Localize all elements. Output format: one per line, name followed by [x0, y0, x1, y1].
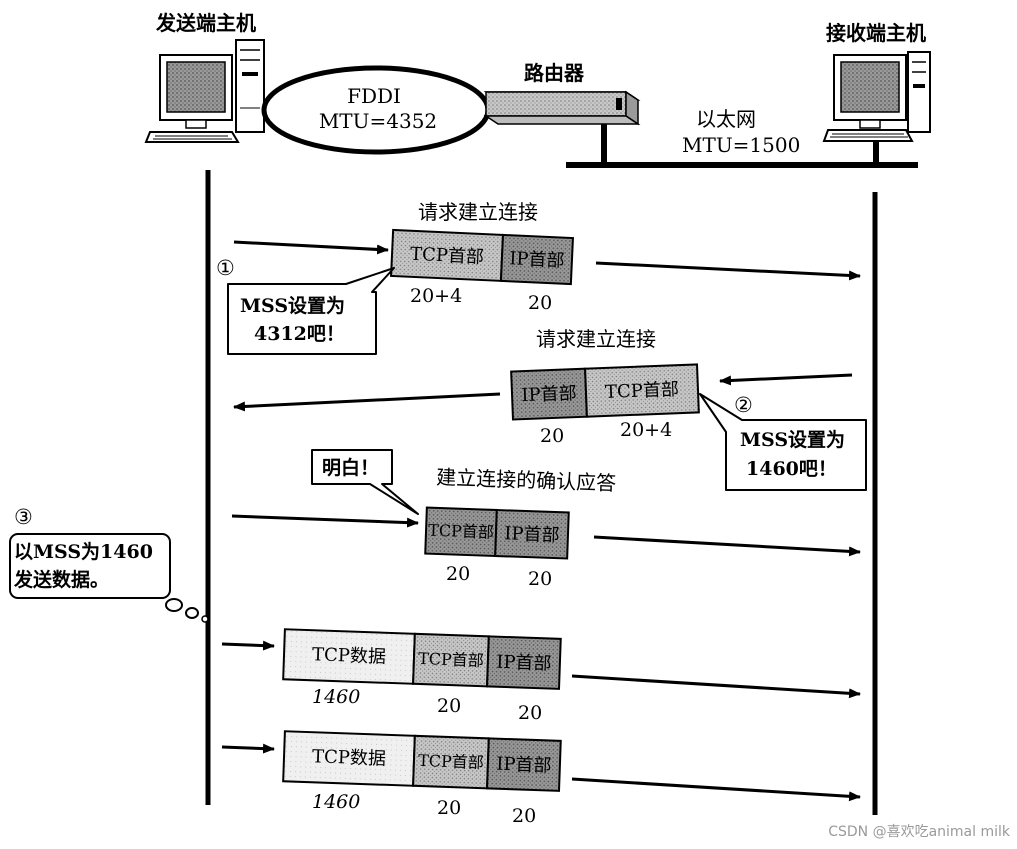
data2-segment: TCP数据 TCP首部 IP首部 [282, 730, 562, 792]
data2-arrow-out [571, 777, 861, 802]
ack-segment: TCP首部 IP首部 [424, 506, 570, 560]
ack-callout: 明白！ [311, 449, 419, 515]
receiver-host-label: 接收端主机 [826, 21, 926, 45]
data2-size-data: 1460 [312, 791, 360, 813]
step2-size-tcp: 20+4 [620, 419, 672, 441]
tcp-data-label: TCP数据 [312, 746, 387, 770]
fddi-mtu: MTU=4352 [319, 109, 437, 133]
ip-header-label: IP首部 [496, 754, 552, 777]
sender-host-label: 发送端主机 [155, 11, 256, 35]
tcp-header-label: TCP首部 [428, 521, 494, 542]
step2-callout: MSS设置为 1460吧！ [699, 393, 867, 491]
ip-header-cell [486, 635, 562, 690]
tcp-header-label: TCP首部 [418, 649, 484, 670]
step2-segment: IP首部 TCP首部 [510, 363, 700, 421]
ack-size-tcp: 20 [446, 563, 470, 585]
data1-arrow-out [571, 674, 861, 699]
step3-line2: 发送数据。 [13, 568, 109, 591]
ip-header-label: IP首部 [496, 652, 552, 675]
step2-size-ip: 20 [540, 425, 564, 447]
data2-size-tcp: 20 [437, 797, 461, 819]
step3-line1: 以MSS为1460 [14, 540, 153, 563]
fddi-name: FDDI [347, 84, 401, 108]
data2-size-ip: 20 [512, 805, 536, 827]
ip-header-cell [499, 233, 574, 286]
ack-size-ip: 20 [528, 568, 552, 590]
tcp-header-label: TCP首部 [410, 244, 485, 268]
data1-arrow-in [221, 640, 275, 651]
step2-marker: ② [734, 393, 753, 417]
router-icon [483, 90, 641, 126]
step1-marker: ① [216, 256, 235, 280]
data1-size-tcp: 20 [437, 695, 461, 717]
step1-size-tcp: 20+4 [410, 285, 462, 307]
step3-callout: 以MSS为1460 发送数据。 [9, 533, 209, 623]
step1-segment: TCP首部 IP首部 [390, 228, 574, 286]
step1-title: 请求建立连接 [418, 200, 538, 224]
step2-arrow-in [719, 373, 853, 386]
ack-callout-text: 明白！ [322, 456, 379, 479]
ip-header-label: IP首部 [521, 383, 577, 406]
data2-arrow-in [221, 743, 275, 754]
ethernet-mtu: MTU=1500 [682, 133, 800, 157]
step1-arrow-in [233, 240, 389, 255]
data1-size-ip: 20 [518, 702, 542, 724]
ack-arrow-out [593, 535, 861, 557]
step1-arrow-out [595, 261, 861, 281]
tcp-data-label: TCP数据 [312, 644, 387, 668]
step1-size-ip: 20 [528, 292, 552, 314]
ack-title: 建立连接的确认应答 [436, 465, 617, 495]
step2-callout-line2: 1460吧！ [746, 458, 837, 480]
step1-callout-line1: MSS设置为 [240, 294, 345, 317]
data1-segment: TCP数据 TCP首部 IP首部 [282, 628, 562, 690]
tcp-header-label: TCP首部 [418, 751, 484, 772]
data1-size-data: 1460 [312, 686, 360, 708]
step3-marker: ③ [14, 505, 33, 529]
ip-header-label: IP首部 [504, 523, 560, 546]
ack-arrow-in [231, 514, 419, 528]
step1-callout: MSS设置为 4312吧！ [227, 267, 395, 355]
tcp-header-cell [584, 363, 700, 418]
ip-header-label: IP首部 [509, 248, 565, 271]
ip-header-cell [486, 737, 562, 792]
watermark: CSDN @喜欢吃animal milk [828, 824, 1011, 840]
receiver-computer-icon [822, 51, 931, 142]
tcp-header-label: TCP首部 [605, 379, 680, 403]
step1-callout-line2: 4312吧！ [254, 323, 345, 345]
step2-title: 请求建立连接 [536, 327, 656, 351]
router-label: 路由器 [524, 61, 585, 85]
step2-arrow-out [233, 392, 501, 412]
ethernet-name: 以太网 [696, 107, 756, 131]
ip-header-cell [494, 508, 570, 560]
step2-callout-line1: MSS设置为 [740, 428, 845, 451]
sender-computer-icon [144, 39, 265, 143]
